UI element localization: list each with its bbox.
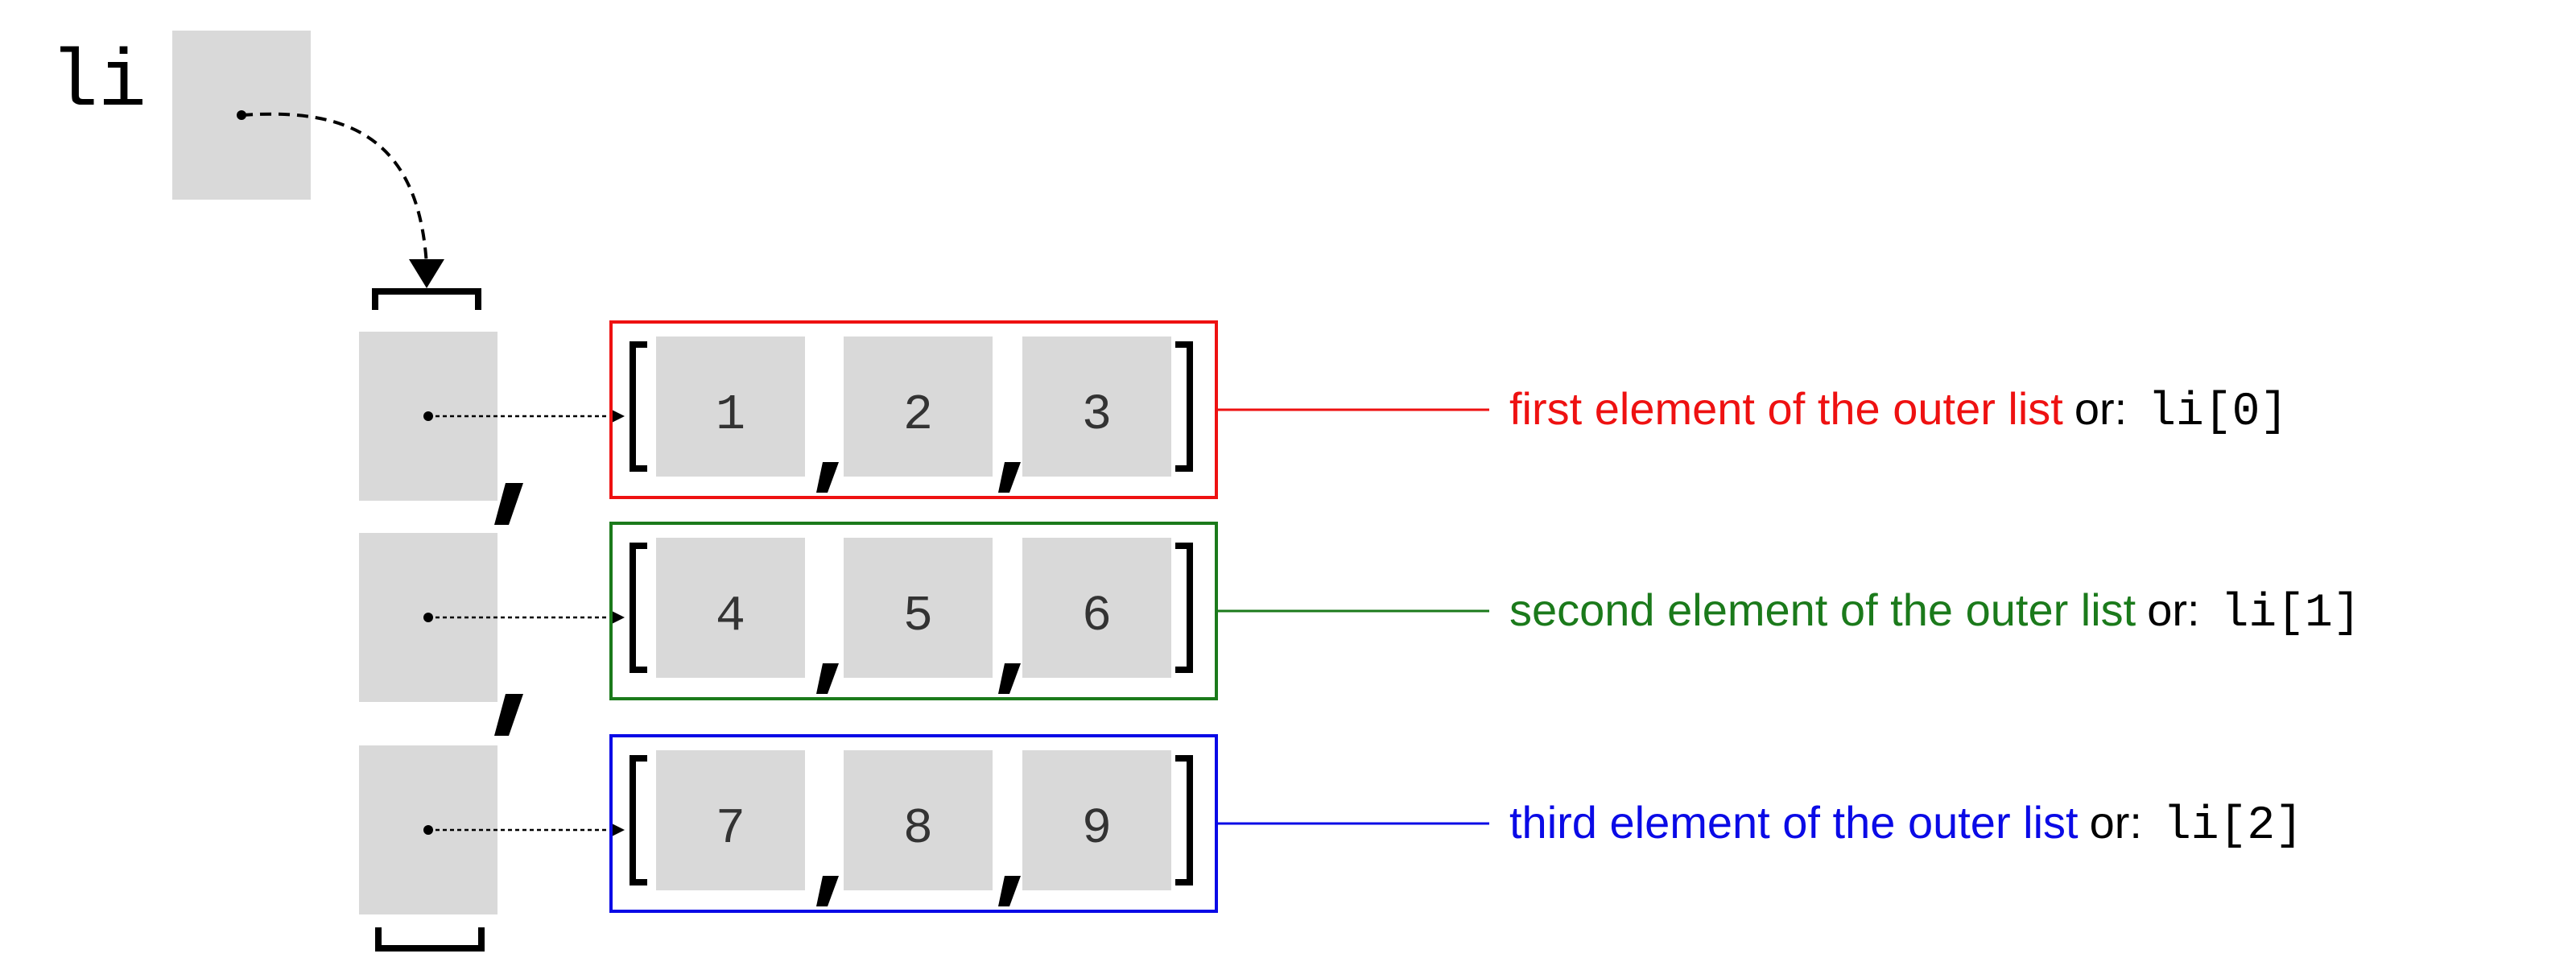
pointer-arrowhead-icon <box>612 824 625 836</box>
inner-list-right-bracket <box>1175 341 1193 472</box>
outer-list-bottom-bracket <box>375 927 485 952</box>
inner-list-right-bracket <box>1175 755 1193 886</box>
inner-list-cell <box>656 538 805 678</box>
outer-list-comma <box>494 694 523 736</box>
description-text: third element of the outer list <box>1509 797 2079 848</box>
inner-list-comma <box>998 663 1021 694</box>
inner-list-cell <box>656 750 805 890</box>
inner-list-comma <box>998 876 1021 906</box>
inner-list-value: 1 <box>716 386 745 444</box>
inner-list-left-bracket <box>630 755 647 886</box>
inner-list-value: 4 <box>716 588 745 645</box>
inner-list-comma <box>816 663 839 694</box>
description-text: second element of the outer list <box>1509 584 2136 635</box>
inner-list-cell <box>844 750 993 890</box>
index-expression: li[0] <box>2148 386 2288 439</box>
inner-list-value: 9 <box>1082 800 1112 857</box>
inner-list-cell <box>1022 750 1171 890</box>
outer-list-cells <box>359 332 497 914</box>
inner-list-value: 3 <box>1082 386 1112 444</box>
variable-name: li <box>50 39 147 130</box>
inner-list-comma <box>816 462 839 493</box>
inner-list-left-bracket <box>630 543 647 673</box>
outer-list-top-bracket <box>372 288 481 310</box>
description-text: first element of the outer list <box>1509 383 2063 434</box>
inner-list-cell <box>656 336 805 477</box>
or-label: or: <box>2147 584 2199 635</box>
or-label: or: <box>2074 383 2127 434</box>
or-label: or: <box>2090 797 2142 848</box>
inner-list-cell <box>1022 538 1171 678</box>
inner-list-cell <box>844 336 993 477</box>
inner-list-value: 2 <box>903 386 933 444</box>
outer-list-commas <box>494 483 523 736</box>
inner-list-cell <box>1022 336 1171 477</box>
variable-reference-arrow <box>241 112 428 266</box>
inner-list-right-bracket <box>1175 543 1193 673</box>
inner-list-comma <box>998 462 1021 493</box>
pointer-arrowhead-icon <box>612 611 625 624</box>
inner-list-comma <box>816 876 839 906</box>
inner-list-left-bracket <box>630 341 647 472</box>
index-expression: li[2] <box>2163 800 2303 852</box>
arrowhead-icon <box>409 259 444 288</box>
inner-list-value: 6 <box>1082 588 1112 645</box>
inner-list-cell <box>844 538 993 678</box>
inner-list-value: 8 <box>903 800 933 857</box>
outer-list-comma <box>494 483 523 525</box>
pointer-arrowhead-icon <box>612 410 625 423</box>
index-expression: li[1] <box>2221 588 2361 640</box>
inner-list-value: 7 <box>716 800 745 857</box>
inner-list-value: 5 <box>903 588 933 645</box>
